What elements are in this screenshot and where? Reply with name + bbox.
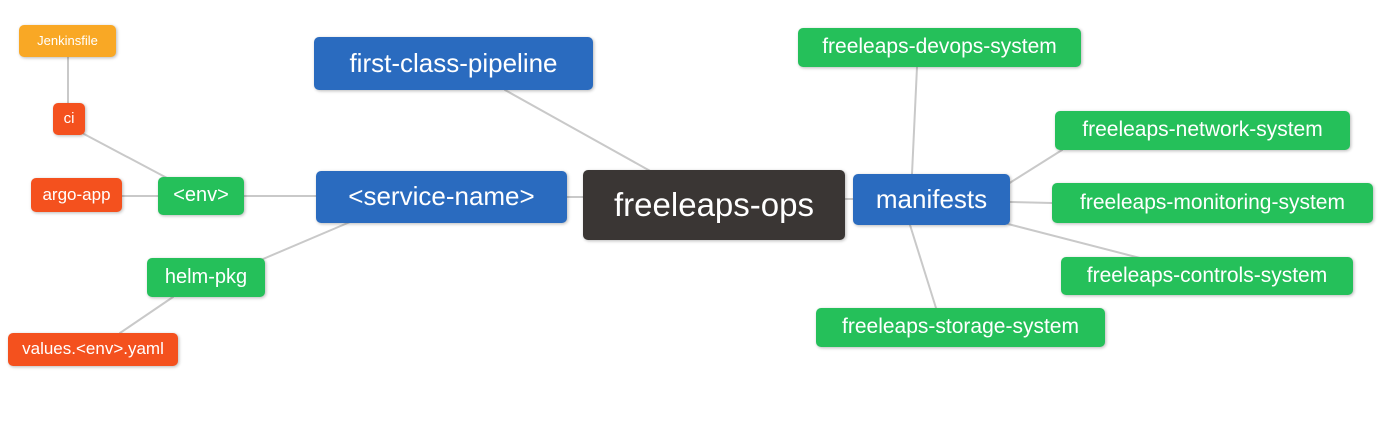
edge-manifests--monitoring-system bbox=[1009, 201, 1053, 204]
mindmap-node-manifests[interactable]: manifests bbox=[853, 174, 1010, 225]
edge-values-env-yaml--helm-pkg bbox=[119, 296, 174, 334]
mindmap-node-ci[interactable]: ci bbox=[53, 103, 85, 135]
mindmap-node-network-system[interactable]: freeleaps-network-system bbox=[1055, 111, 1350, 150]
edge-manifests--devops-system bbox=[911, 66, 918, 175]
mindmap-node-first-class-pipeline[interactable]: first-class-pipeline bbox=[314, 37, 593, 90]
edge-ci--env bbox=[83, 133, 168, 179]
mindmap-node-devops-system[interactable]: freeleaps-devops-system bbox=[798, 28, 1081, 67]
mindmap-node-helm-pkg[interactable]: helm-pkg bbox=[147, 258, 265, 297]
mindmap-node-service-name[interactable]: <service-name> bbox=[316, 171, 567, 223]
mindmap-node-controls-system[interactable]: freeleaps-controls-system bbox=[1061, 257, 1353, 295]
edge-manifests--network-system bbox=[1007, 149, 1063, 185]
mindmap-node-values-env-yaml[interactable]: values.<env>.yaml bbox=[8, 333, 178, 366]
edge-helm-pkg--service-name bbox=[262, 221, 351, 260]
mindmap-node-env[interactable]: <env> bbox=[158, 177, 244, 215]
edge-manifests--storage-system bbox=[909, 224, 937, 309]
mindmap-node-freeleaps-ops[interactable]: freeleaps-ops bbox=[583, 170, 845, 240]
mindmap-node-argo-app[interactable]: argo-app bbox=[31, 178, 122, 212]
mindmap-node-monitoring-system[interactable]: freeleaps-monitoring-system bbox=[1052, 183, 1373, 223]
mindmap-node-jenkinsfile[interactable]: Jenkinsfile bbox=[19, 25, 116, 57]
mindmap-node-storage-system[interactable]: freeleaps-storage-system bbox=[816, 308, 1105, 347]
edge-manifests--controls-system bbox=[1007, 223, 1141, 259]
edge-first-class-pipeline--freeleaps-ops bbox=[504, 89, 653, 173]
